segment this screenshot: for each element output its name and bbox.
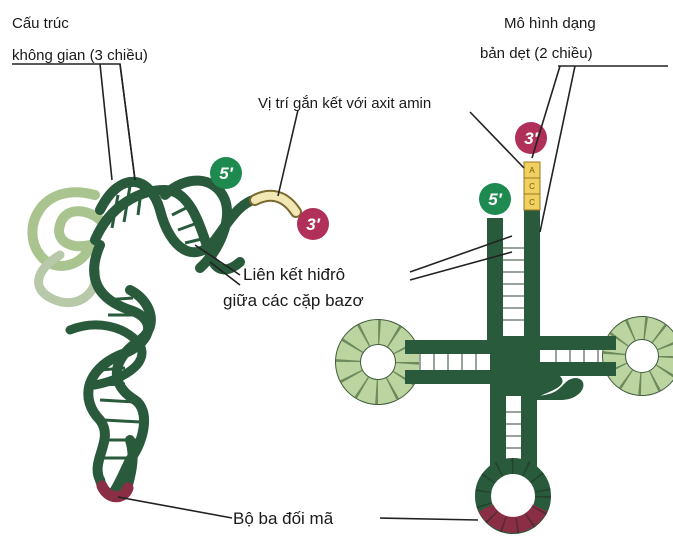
left-loop xyxy=(348,332,408,392)
label-structure-3d-line1: Cấu trúc xyxy=(12,15,69,32)
svg-text:5′: 5′ xyxy=(219,164,233,183)
label-structure-3d-line2: không gian (3 chiều) xyxy=(12,47,148,64)
label-model-2d-line2: bản dẹt (2 chiều) xyxy=(480,45,593,62)
five-prime-badge-3d: 5′ xyxy=(210,157,242,189)
leader-anticodon-left xyxy=(118,497,232,518)
svg-text:3′: 3′ xyxy=(306,215,320,234)
anticodon-loop xyxy=(483,466,543,526)
leader-anticodon-right xyxy=(380,518,478,520)
label-anticodon: Bộ ba đối mã xyxy=(233,509,334,528)
three-prime-badge-3d: 3′ xyxy=(297,208,329,240)
leader-structure-3d xyxy=(12,64,135,180)
label-hbond-line1: Liên kết hiđrô xyxy=(243,265,345,284)
label-hbond-line2: giữa các cặp bazơ xyxy=(223,291,364,310)
label-model-2d-line1: Mô hình dạng xyxy=(504,15,596,32)
leader-amino-site xyxy=(278,110,298,196)
acceptor-base-3: C xyxy=(529,198,535,207)
label-amino-site: Vị trí gắn kết với axit amin xyxy=(258,95,431,112)
acceptor-base-2: C xyxy=(529,182,535,191)
right-loop xyxy=(614,328,670,384)
cca-acceptor-end: A C C xyxy=(524,162,540,210)
svg-text:5′: 5′ xyxy=(488,190,502,209)
pale-loop-strand xyxy=(32,192,100,266)
trna-3d-structure: 5′ 3′ xyxy=(32,157,329,497)
trna-2d-cloverleaf: A C C xyxy=(348,122,670,526)
acceptor-stem xyxy=(487,210,540,336)
anticodon-stem xyxy=(490,396,537,468)
acceptor-base-1: A xyxy=(529,166,535,175)
five-prime-badge-2d: 5′ xyxy=(479,183,511,215)
